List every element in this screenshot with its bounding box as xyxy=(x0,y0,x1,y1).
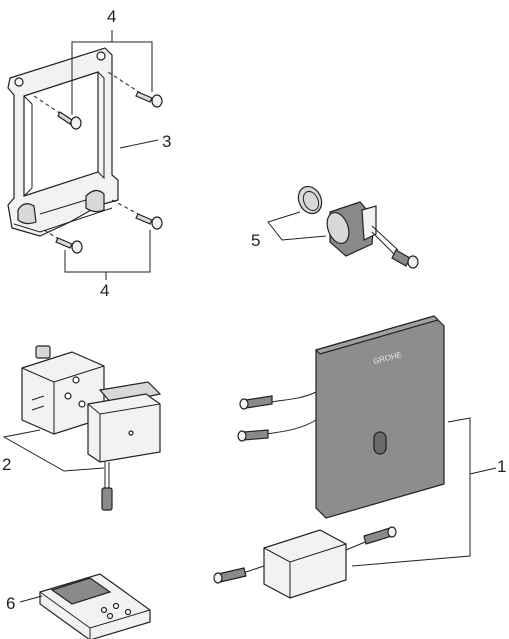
screw-bottom-right xyxy=(111,199,163,230)
label-3: 3 xyxy=(162,132,171,151)
mains-leader xyxy=(2,429,105,472)
screw-top-left xyxy=(33,95,82,130)
label-6: 6 xyxy=(6,594,15,613)
screw-top-right xyxy=(107,71,163,108)
cover-plate: GROHE xyxy=(314,315,445,519)
power-supply-module xyxy=(87,381,162,511)
filter-cap xyxy=(297,185,323,215)
solenoid-valve xyxy=(326,201,419,269)
electronics-leader xyxy=(351,417,497,567)
plate-cables xyxy=(237,391,317,442)
label-4-top: 4 xyxy=(107,7,116,26)
screw-bottom-left xyxy=(43,229,83,254)
label-2: 2 xyxy=(2,455,11,474)
label-4-bottom: 4 xyxy=(100,281,109,300)
remote-leader xyxy=(19,595,43,603)
label-5: 5 xyxy=(251,231,260,250)
transformer-box xyxy=(213,526,397,599)
frame-leaders xyxy=(64,30,159,280)
mounting-frame xyxy=(7,47,119,237)
label-1: 1 xyxy=(497,457,506,476)
solenoid-leader xyxy=(267,211,327,241)
remote-control xyxy=(39,573,151,639)
